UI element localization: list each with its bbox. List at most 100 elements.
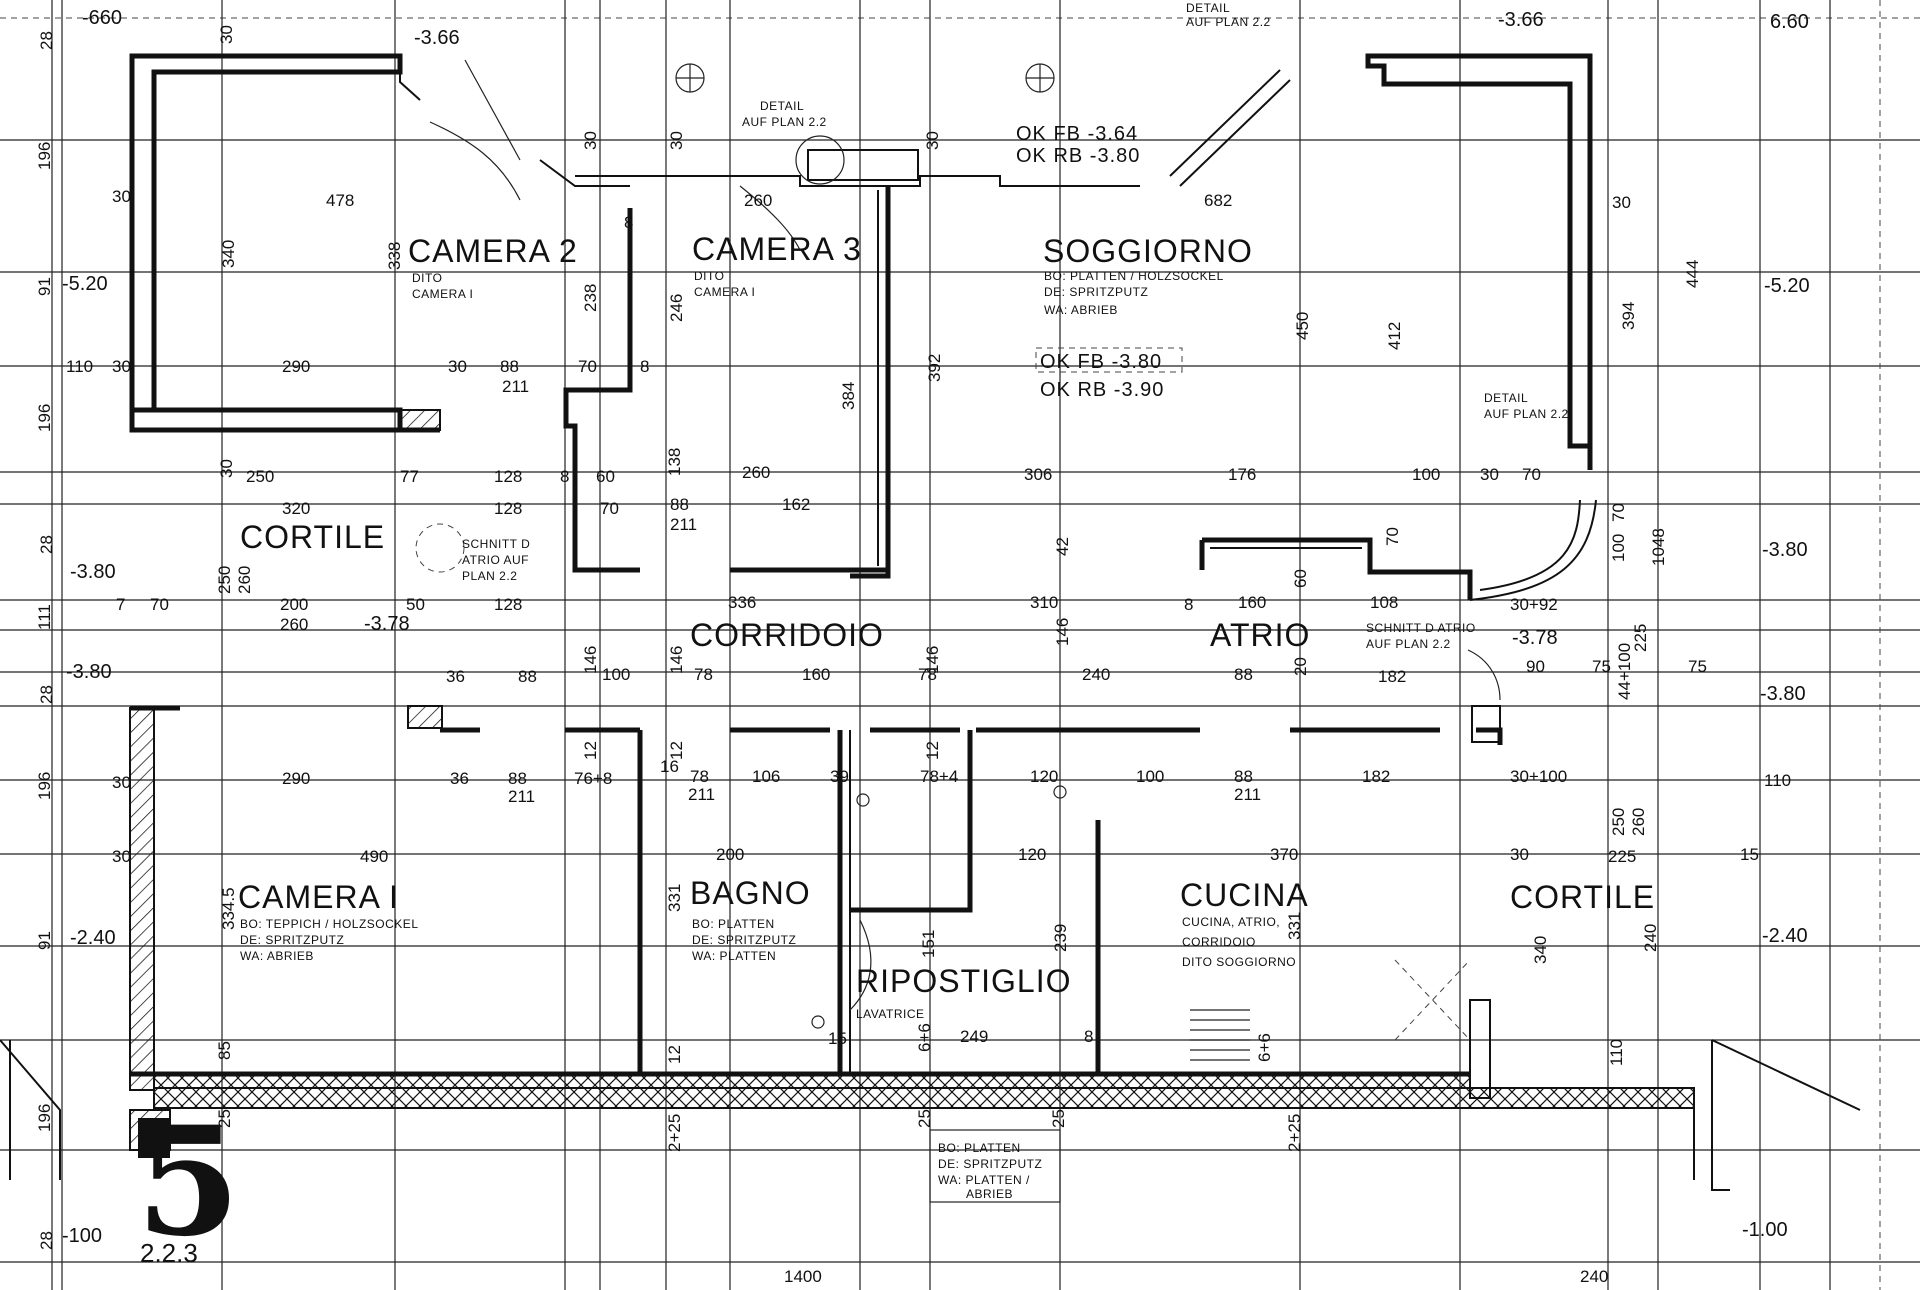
dimension: 239 [1051, 924, 1070, 952]
walls [0, 53, 1861, 1191]
level: -5.20 [62, 273, 108, 295]
dimension: 25 [215, 1109, 234, 1128]
room-labels: CAMERA 2 CAMERA 3 SOGGIORNO CORTILE CORR… [238, 231, 1655, 999]
dimension: 412 [1385, 322, 1404, 350]
dimension: 8 [560, 467, 569, 486]
room-soggiorno: SOGGIORNO [1043, 233, 1253, 269]
dimension: 75 [1688, 657, 1707, 676]
dimension: 211 [670, 515, 697, 534]
dimension: 8 [640, 357, 649, 376]
note-schnitt: AUF PLAN 2.2 [1366, 637, 1451, 651]
dimension: 8 [624, 213, 633, 232]
dimension: 30 [217, 459, 236, 478]
dimension: 2+25 [665, 1114, 684, 1152]
dimension: 70 [600, 499, 619, 518]
dimension: 225 [1631, 624, 1650, 652]
dimension: 28 [37, 685, 56, 704]
symbols [415, 63, 1067, 1029]
dimension: 30 [1480, 465, 1499, 484]
dimension: 6+6 [1255, 1033, 1274, 1062]
level: -3.80 [66, 661, 112, 683]
dimension: 106 [752, 767, 780, 786]
dimension: 128 [494, 595, 522, 614]
dimension: 310 [1030, 593, 1058, 612]
dimension: 128 [494, 467, 522, 486]
dimension: 110 [1764, 771, 1791, 790]
dimension: 50 [406, 595, 425, 614]
dimension: 2+25 [1285, 1114, 1304, 1152]
level: -3.80 [1760, 683, 1806, 705]
dimension: 240 [1082, 665, 1110, 684]
dimension: 392 [925, 354, 944, 382]
note: DE: SPRITZPUTZ [692, 933, 796, 947]
dimension: 490 [360, 847, 388, 866]
note-schnitt: PLAN 2.2 [462, 569, 517, 583]
note: CAMERA I [694, 285, 755, 299]
dimension: 78+4 [920, 767, 958, 786]
dimension: 146 [581, 646, 600, 674]
dimension: 110 [1607, 1039, 1626, 1066]
dimension: 384 [839, 382, 858, 410]
dimension: 196 [35, 404, 54, 432]
dimension: 30 [217, 25, 236, 44]
dimension: 91 [35, 931, 54, 950]
dimension: 25 [915, 1109, 934, 1128]
dimension: 78 [690, 767, 709, 786]
dimension: 88 [508, 769, 527, 788]
dimension: 8 [1184, 595, 1193, 614]
dimension: 182 [1378, 667, 1406, 686]
dimension: 331 [1285, 912, 1304, 940]
dimension: 146 [1053, 618, 1072, 646]
dimension: 211 [688, 785, 715, 804]
dimension: 30 [1510, 845, 1529, 864]
note: ABRIEB [966, 1187, 1013, 1201]
room-camera-3: CAMERA 3 [692, 231, 862, 267]
dimension: 30+92 [1510, 595, 1558, 614]
dimension: 77 [400, 467, 419, 486]
sheet-code: 2.2.3 [140, 1238, 198, 1268]
dimension: 1400 [784, 1267, 822, 1286]
note-detail: DETAIL [1484, 391, 1528, 405]
dimension: 30 [112, 357, 131, 376]
dimension: 334.5 [219, 887, 238, 930]
dimension: 7 [116, 595, 125, 614]
room-camera-2: CAMERA 2 [408, 233, 578, 269]
note: CAMERA I [412, 287, 473, 301]
room-cortile-bottom: CORTILE [1510, 879, 1655, 915]
dimension: 340 [1531, 936, 1550, 964]
level: -100 [62, 1225, 102, 1247]
dimension: 110 [66, 357, 93, 376]
level: -660 [82, 7, 122, 29]
note-detail: DETAIL [760, 99, 804, 113]
dimension: 111 [35, 604, 54, 630]
dimension: 90 [1526, 657, 1545, 676]
dimension: 88 [518, 667, 537, 686]
dimension: 196 [35, 772, 54, 800]
note-detail: DETAIL [1186, 1, 1230, 15]
dimension: 320 [282, 499, 310, 518]
dimension: 246 [667, 294, 686, 322]
note: CUCINA, ATRIO, [1182, 915, 1280, 929]
dimension: 250 [1609, 808, 1628, 836]
dimension: 211 [502, 377, 529, 396]
dimension: 30 [581, 131, 600, 150]
level: -3.78 [364, 613, 410, 635]
dimension: 182 [1362, 767, 1390, 786]
note: WA: PLATTEN [692, 949, 776, 963]
dimension: 30 [112, 187, 131, 206]
dimension: 8 [1084, 1027, 1093, 1046]
level-markers: OK FB -3.64 OK RB -3.80 OK FB -3.80 OK R… [62, 7, 1810, 1247]
dimension: 30 [1612, 193, 1631, 212]
dimension: 340 [219, 240, 238, 268]
dimension: 15 [828, 1029, 847, 1048]
room-bagno: BAGNO [690, 875, 811, 911]
dimension: 88 [670, 495, 689, 514]
dimension: 260 [742, 463, 770, 482]
dimension: 100 [1609, 534, 1628, 562]
dimension: 42 [1053, 537, 1072, 556]
note: WA: ABRIEB [1044, 303, 1118, 317]
dimension: 196 [35, 142, 54, 170]
level-ok-rb: OK RB -3.80 [1016, 145, 1140, 167]
dimension: 70 [1383, 527, 1402, 546]
dimension: 20 [1291, 657, 1310, 676]
